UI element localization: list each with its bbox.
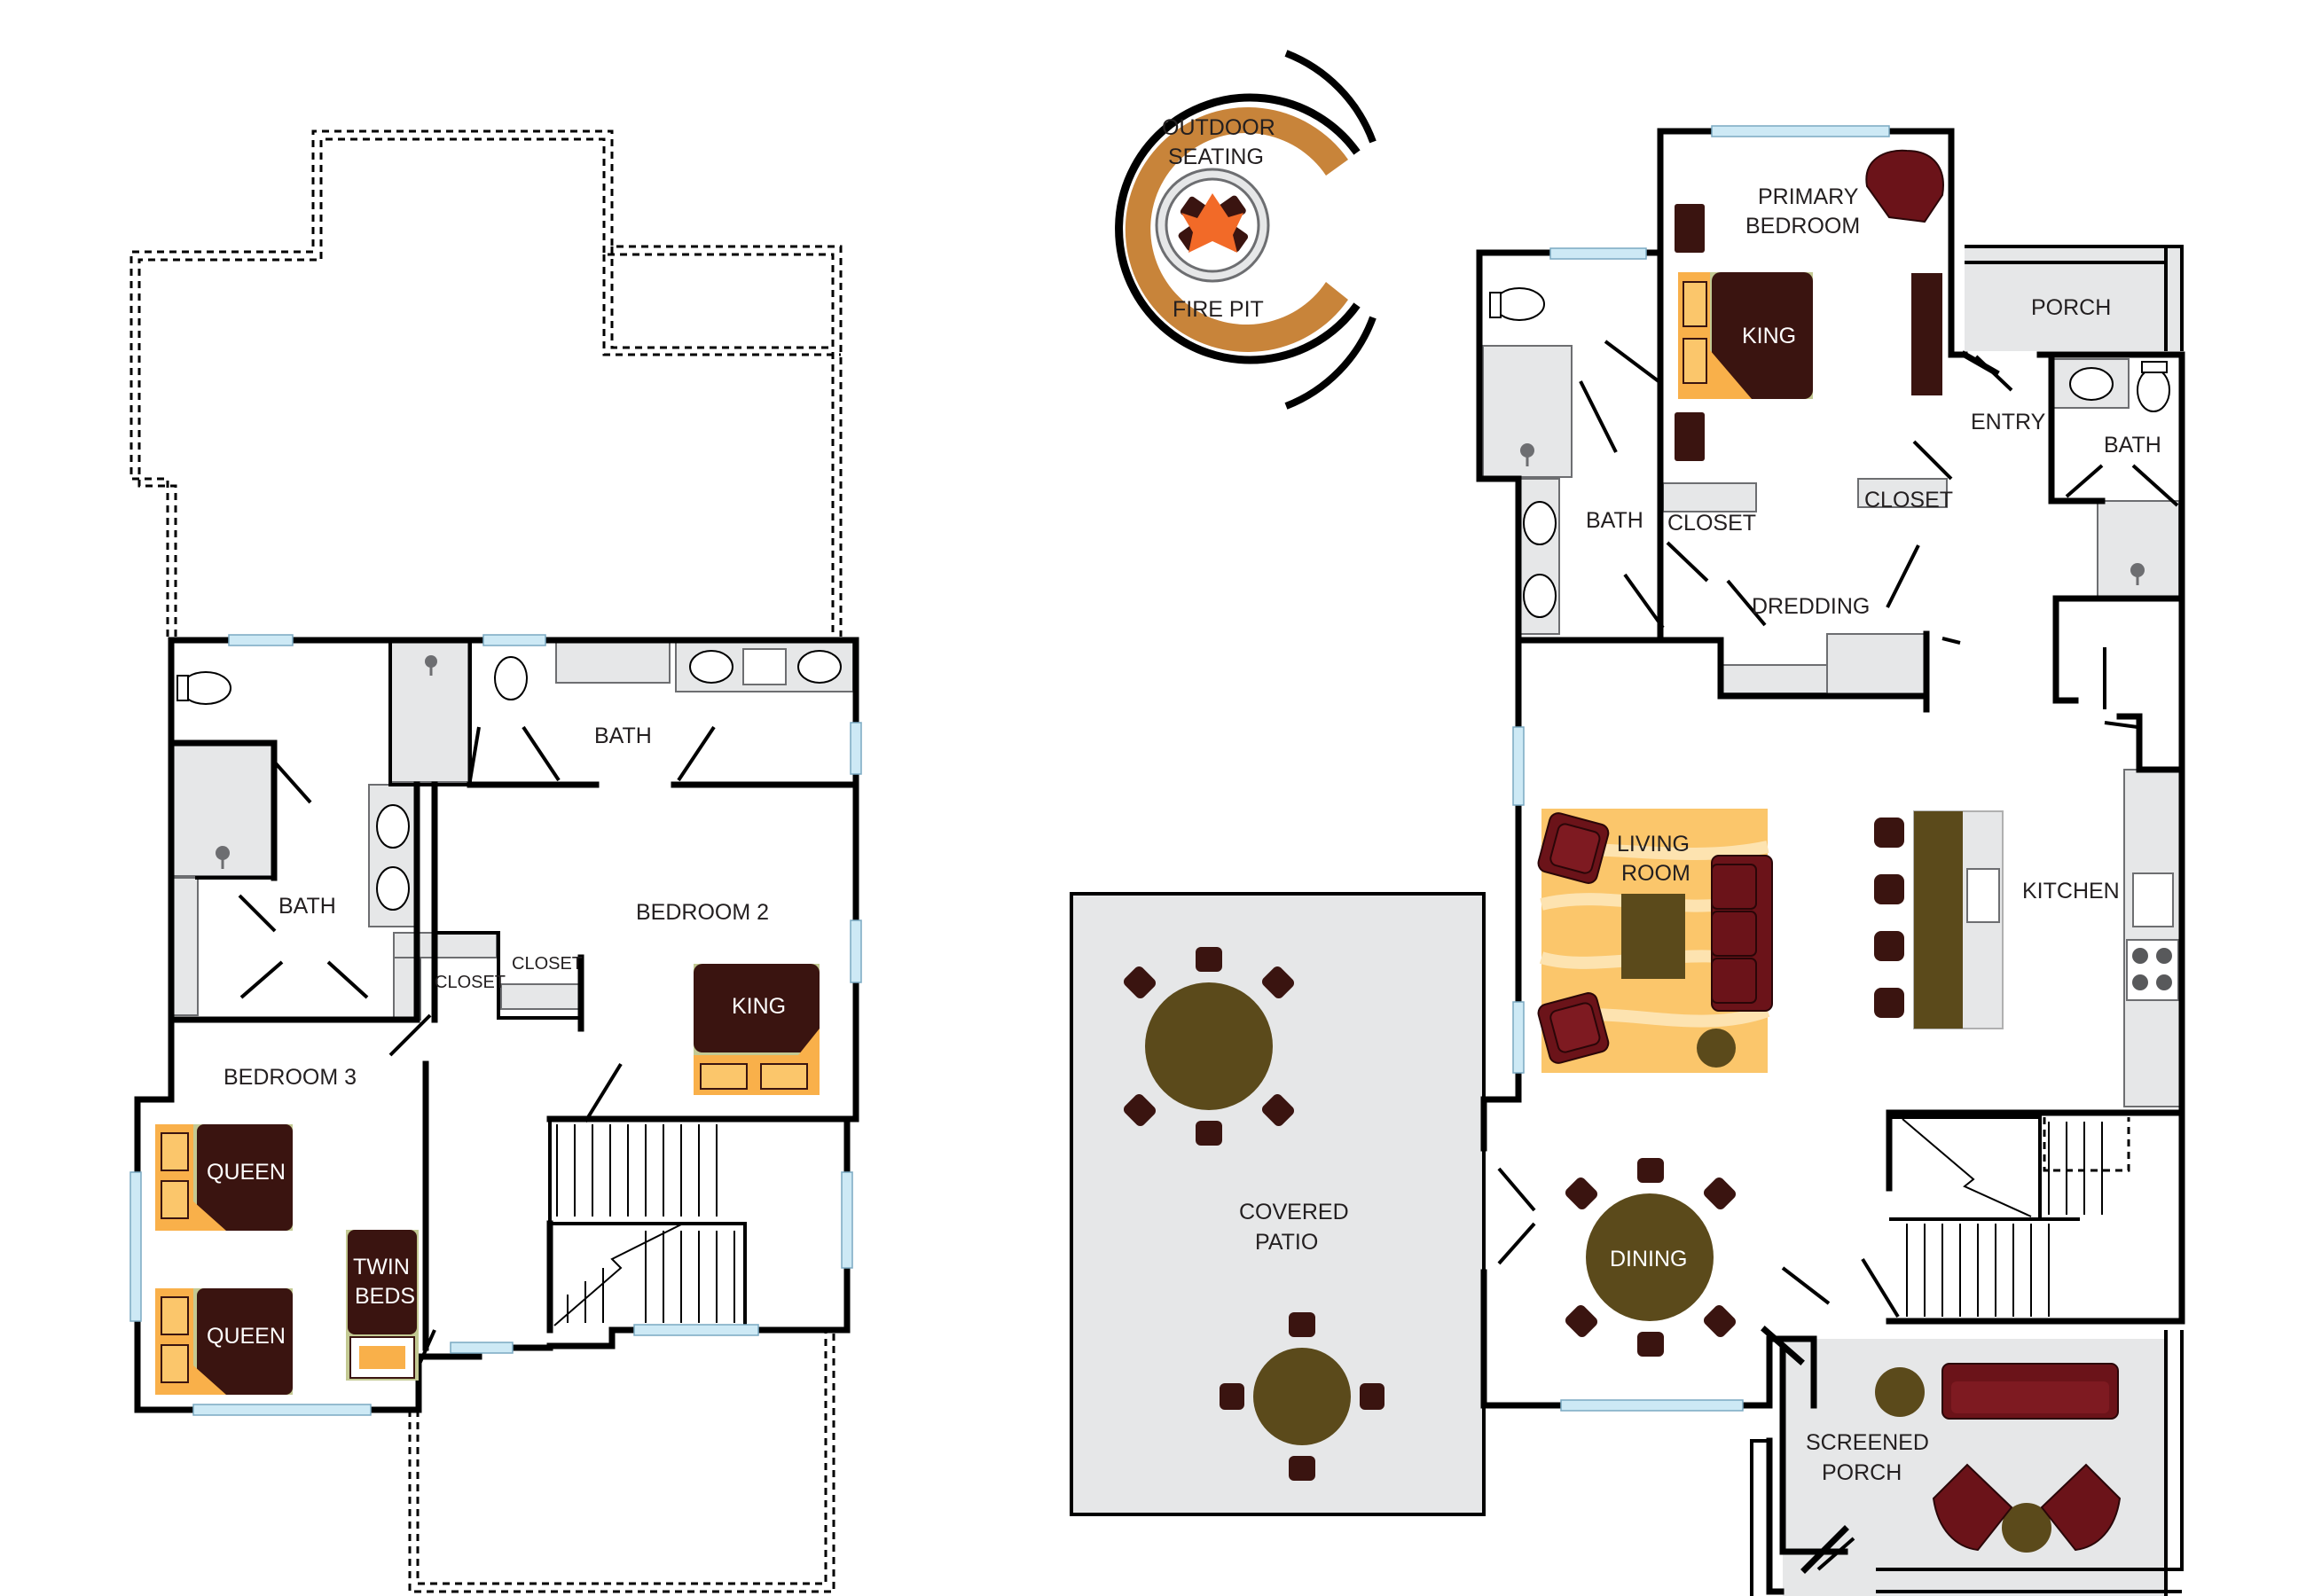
porch-armchair bbox=[2040, 1463, 2122, 1552]
king-bed-primary bbox=[1678, 272, 1813, 399]
toilet-icon bbox=[494, 656, 528, 700]
room-label-screened-1: SCREENED bbox=[1806, 1430, 1929, 1455]
porch-coffee-table bbox=[2002, 1503, 2051, 1553]
stairs-main bbox=[1889, 1115, 2130, 1317]
room-label-closet-a: CLOSET bbox=[435, 973, 506, 992]
bench-dredding bbox=[1720, 664, 1828, 694]
closet-shelf-right bbox=[1857, 478, 1948, 508]
porch-side-table bbox=[1875, 1367, 1925, 1417]
armchair bbox=[1537, 812, 1610, 884]
patio-table-1 bbox=[1123, 947, 1295, 1146]
windows-upper bbox=[129, 634, 862, 1416]
roof-outline-top bbox=[129, 129, 843, 637]
windows-main bbox=[1512, 125, 1890, 1412]
room-label-covered-2: PATIO bbox=[1255, 1230, 1318, 1255]
upper-floor: BATH BATH BEDROOM 2 CLOSET CLOSET KING B… bbox=[129, 129, 862, 1593]
room-label-screened-2: PORCH bbox=[1822, 1460, 1902, 1485]
label-seating: SEATING bbox=[1168, 145, 1264, 169]
vanity-top-icon bbox=[742, 648, 787, 685]
nightstand bbox=[1675, 204, 1705, 253]
bed-label-queen-1: QUEEN bbox=[207, 1160, 286, 1185]
room-label-kitchen: KITCHEN bbox=[2022, 879, 2120, 904]
dresser bbox=[1911, 273, 1942, 395]
bar-stool bbox=[1874, 988, 1904, 1018]
fire-pit-area: OUTDOOR SEATING FIRE PIT bbox=[1115, 50, 1377, 410]
sofa bbox=[1711, 855, 1773, 1012]
room-label-closet-right: CLOSET bbox=[1864, 488, 1953, 512]
room-label-bath-primary: BATH bbox=[1586, 508, 1643, 533]
kitchen-counter-bar bbox=[1914, 811, 1963, 1029]
queen-bed-2 bbox=[155, 1288, 293, 1395]
coffee-table bbox=[1621, 894, 1685, 979]
reading-chair bbox=[1865, 149, 1944, 223]
kitchen-sink-icon bbox=[1966, 868, 2000, 923]
side-table bbox=[1697, 1029, 1736, 1068]
room-label-dredding: DREDDING bbox=[1752, 594, 1870, 619]
room-label-bath-right: BATH bbox=[2104, 433, 2161, 458]
room-label-bath-top: BATH bbox=[594, 724, 652, 748]
closet-shelf-upper-2 bbox=[500, 983, 582, 1010]
sink-icon bbox=[2069, 367, 2114, 401]
bar-stool bbox=[1874, 818, 1904, 848]
twin-beds bbox=[346, 1230, 419, 1381]
sink-icon bbox=[1523, 501, 1557, 545]
room-label-bedroom3: BEDROOM 3 bbox=[224, 1065, 357, 1090]
armchair bbox=[1537, 992, 1610, 1064]
queen-bed-1 bbox=[155, 1124, 293, 1231]
bed-label-twin-1: TWIN bbox=[353, 1255, 410, 1279]
kitchen-sink-right bbox=[2132, 872, 2174, 927]
label-outdoor: OUTDOOR bbox=[1162, 115, 1275, 140]
room-label-living-2: ROOM bbox=[1621, 861, 1690, 886]
bed-label-king-primary: KING bbox=[1742, 324, 1796, 348]
bar-stool bbox=[1874, 931, 1904, 961]
toilet-tank-icon bbox=[176, 675, 189, 701]
bed-label-twin-2: BEDS bbox=[355, 1284, 415, 1309]
room-label-closet-b: CLOSET bbox=[512, 954, 583, 974]
room-label-living-1: LIVING bbox=[1617, 832, 1690, 857]
king-bed-upper bbox=[694, 964, 820, 1095]
sink-icon bbox=[689, 650, 733, 684]
sink-icon bbox=[797, 650, 842, 684]
room-label-dining: DINING bbox=[1610, 1247, 1688, 1271]
toilet-icon bbox=[2137, 368, 2170, 412]
toilet-icon bbox=[1494, 287, 1545, 321]
tub-upper bbox=[555, 639, 671, 684]
room-label-closet-primary: CLOSET bbox=[1667, 511, 1756, 536]
sink-icon bbox=[376, 804, 410, 849]
doors-upper bbox=[238, 725, 716, 1371]
closet-shelf-primary bbox=[1662, 482, 1757, 512]
nightstand bbox=[1675, 412, 1705, 461]
tub-upper-left bbox=[172, 877, 199, 1016]
kitchen-counter-right bbox=[2123, 769, 2183, 1107]
stove-icon bbox=[2126, 939, 2179, 1001]
closet-shelf-upper bbox=[393, 932, 498, 958]
room-label-bath-left: BATH bbox=[278, 894, 336, 919]
bed-label-queen-2: QUEEN bbox=[207, 1324, 286, 1349]
flame-icon bbox=[1181, 193, 1243, 253]
sink-icon bbox=[1523, 574, 1557, 618]
bench-dredding-2 bbox=[1826, 633, 1927, 695]
room-label-primary-2: BEDROOM bbox=[1745, 214, 1860, 239]
room-label-entry: ENTRY bbox=[1971, 410, 2046, 434]
roof-outline-bottom bbox=[408, 1330, 835, 1593]
bar-stool bbox=[1874, 874, 1904, 904]
label-fire-pit: FIRE PIT bbox=[1173, 297, 1264, 322]
room-label-porch: PORCH bbox=[2031, 295, 2111, 320]
doors-main bbox=[1497, 340, 2179, 1571]
main-floor: PRIMARY BEDROOM KING PORCH ENTRY BATH CL… bbox=[1070, 125, 2185, 1596]
porch-armchair bbox=[1932, 1463, 2013, 1552]
room-label-bedroom2: BEDROOM 2 bbox=[636, 900, 769, 925]
bed-label-king-upper: KING bbox=[732, 994, 786, 1019]
dining-table bbox=[1565, 1158, 1737, 1357]
room-label-primary-1: PRIMARY bbox=[1758, 184, 1859, 209]
sink-icon bbox=[376, 866, 410, 911]
patio-table-2 bbox=[1220, 1312, 1384, 1481]
room-label-covered-1: COVERED bbox=[1239, 1200, 1349, 1224]
stairs-upper bbox=[553, 1124, 735, 1326]
